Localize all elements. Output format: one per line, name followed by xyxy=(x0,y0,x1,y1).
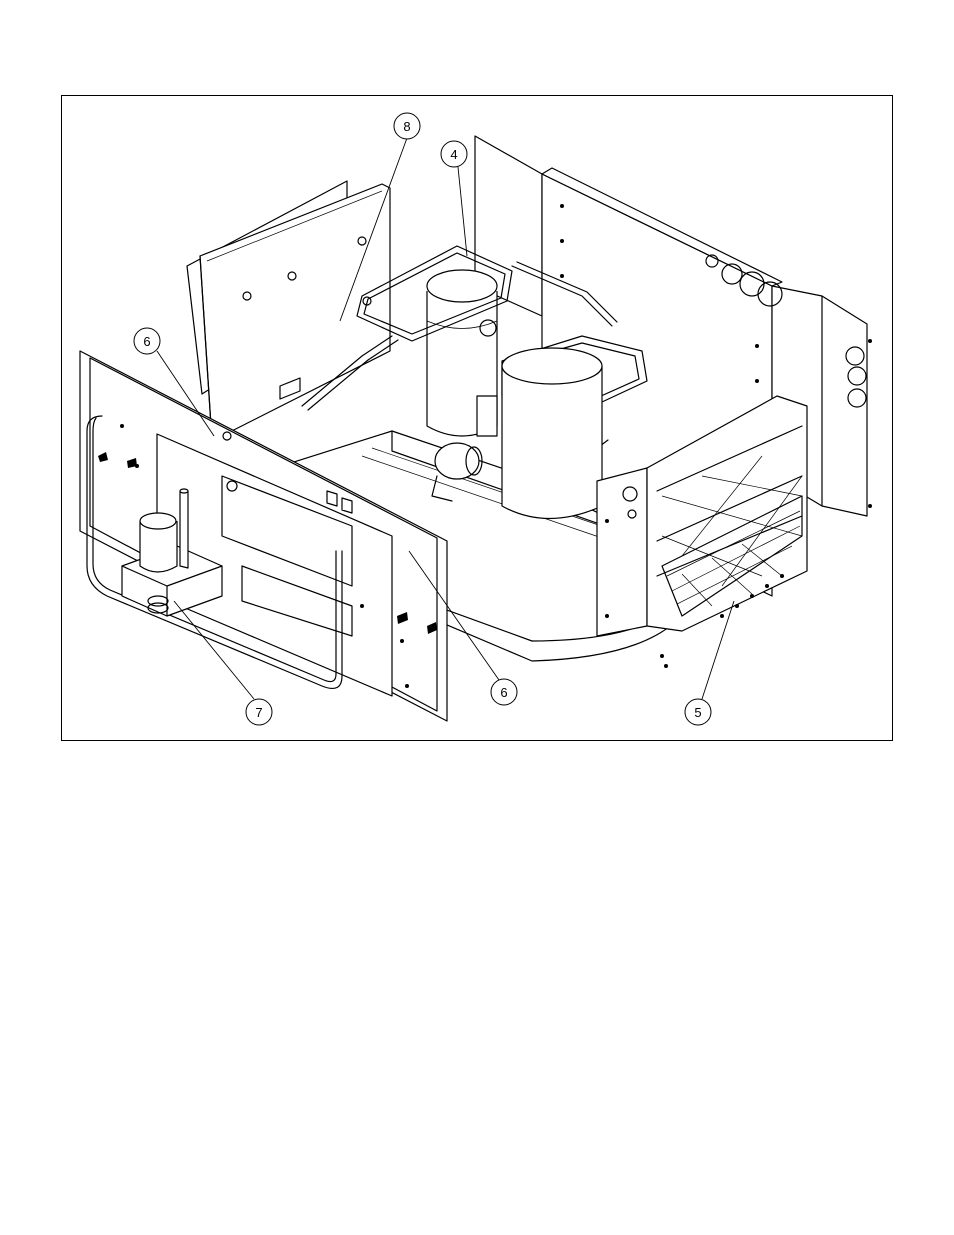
callout-4: 4 xyxy=(441,141,467,256)
callout-6a-label: 6 xyxy=(143,334,150,349)
callout-4-label: 4 xyxy=(450,147,457,162)
exploded-assembly-figure: 8 4 6 6 7 5 xyxy=(61,95,893,741)
callout-5-label: 5 xyxy=(694,705,701,720)
assembly-drawing: 8 4 6 6 7 5 xyxy=(62,96,894,742)
callout-6b-label: 6 xyxy=(500,685,507,700)
left-rear-panel xyxy=(187,181,390,441)
callout-8-label: 8 xyxy=(403,119,410,134)
callout-7-label: 7 xyxy=(255,705,262,720)
